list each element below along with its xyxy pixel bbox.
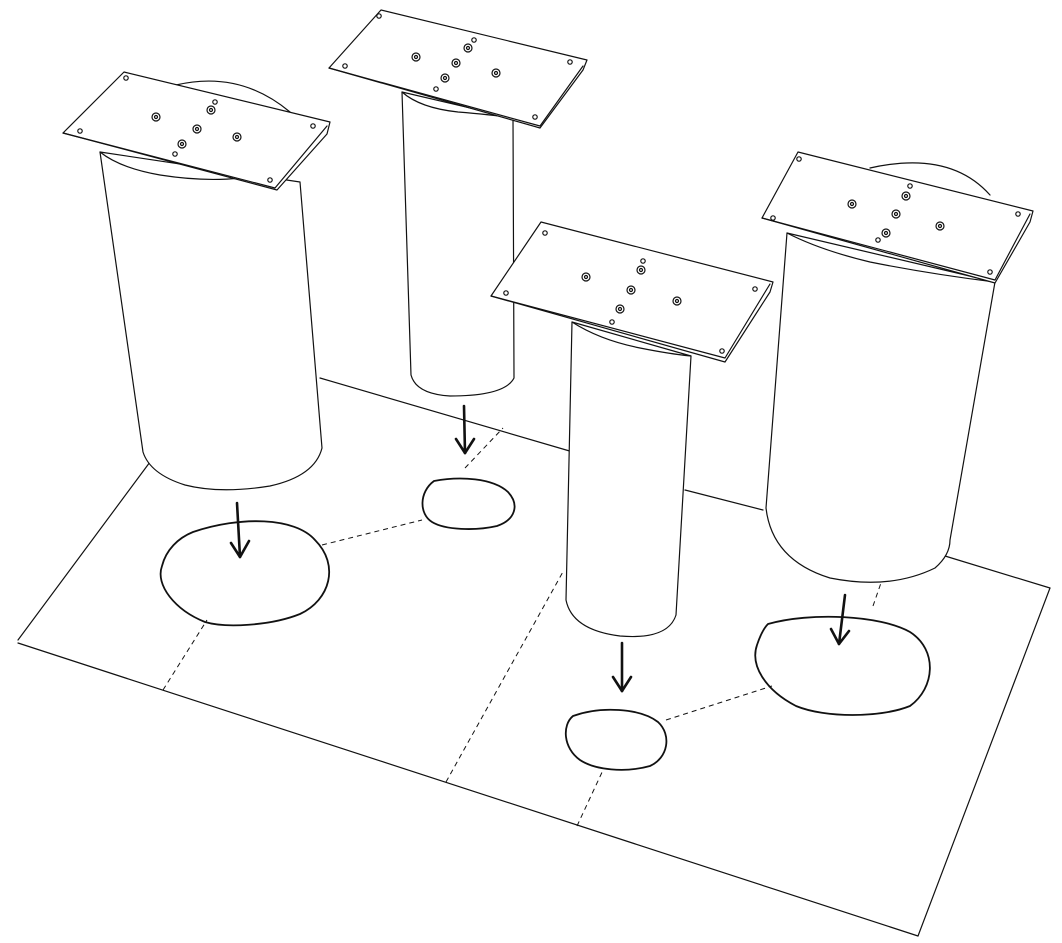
- plate-edge: [761, 213, 1031, 281]
- leg-front-right: [761, 151, 1034, 583]
- down-arrow-icon: [454, 404, 476, 455]
- mounting-plate: [328, 9, 588, 129]
- plate-holes: [770, 156, 1021, 275]
- panel-back-edge-right: [944, 555, 1051, 589]
- leg-back-left: [62, 71, 331, 491]
- leg-body: [765, 232, 996, 583]
- plate-edge: [328, 65, 584, 127]
- footprint-front-center: [564, 708, 668, 771]
- leg-top-arc: [175, 80, 291, 113]
- plate-holes: [503, 230, 758, 354]
- mounting-plate: [490, 221, 774, 363]
- leg-rim: [786, 232, 996, 283]
- center-line-back-center: [464, 427, 504, 469]
- down-arrow-icon: [829, 593, 851, 646]
- panel-left-edge: [17, 461, 151, 641]
- footprints: [159, 477, 931, 771]
- leg-front-center: [490, 221, 774, 638]
- leg-body: [401, 91, 515, 397]
- leg-back-center: [328, 9, 588, 397]
- panel-back-edge-left: [319, 377, 574, 453]
- footprint-back-center: [421, 477, 516, 530]
- plate-holes: [342, 13, 573, 120]
- panel-right-edge: [917, 587, 1051, 937]
- panel-front-edge: [17, 642, 919, 937]
- panel-back-edge-mid: [684, 489, 764, 511]
- leg-rim: [99, 151, 241, 181]
- center-line-left-front: [162, 619, 208, 691]
- floor-panel: [17, 377, 1051, 937]
- leg-body: [99, 151, 323, 491]
- leg-body: [565, 321, 692, 638]
- down-arrow-icon: [611, 641, 633, 693]
- leg-rim: [571, 321, 692, 357]
- plate-edge: [62, 125, 328, 189]
- center-line-front-center: [576, 767, 605, 827]
- leg-top-arc: [869, 162, 991, 196]
- footprint-right: [754, 615, 931, 716]
- center-line-right-back: [872, 579, 883, 607]
- down-arrow-icon: [229, 501, 251, 559]
- plate-edge: [490, 283, 771, 359]
- footprint-left: [159, 520, 331, 627]
- center-line-left-back: [321, 519, 423, 546]
- center-line-middle: [445, 569, 565, 783]
- center-lines: [162, 427, 883, 827]
- center-line-front-right: [665, 685, 773, 721]
- plate-holes: [77, 75, 316, 183]
